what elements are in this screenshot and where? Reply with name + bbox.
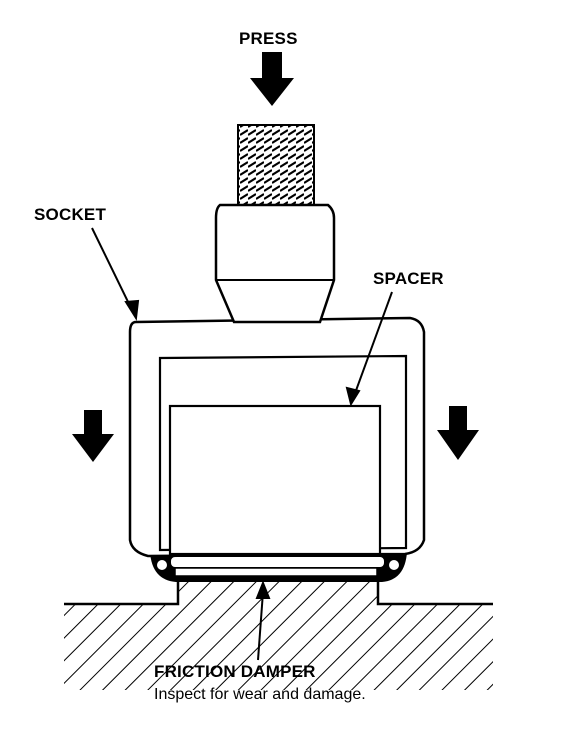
press-label: PRESS: [239, 29, 298, 48]
base-ground: [40, 573, 540, 748]
friction-damper-ring: [150, 552, 407, 582]
spacer-block: [168, 404, 382, 556]
press-tool: [214, 124, 336, 324]
spacer-label: SPACER: [373, 269, 444, 288]
leader-lines: [91, 227, 393, 661]
inspection-note: Inspect for wear and damage.: [154, 686, 366, 703]
socket-label: SOCKET: [34, 205, 107, 224]
friction-damper-label: FRICTION DAMPER: [154, 662, 316, 681]
press-arrow-icon: [250, 52, 294, 106]
left-down-arrow-icon: [72, 410, 114, 462]
right-down-arrow-icon: [437, 406, 479, 460]
